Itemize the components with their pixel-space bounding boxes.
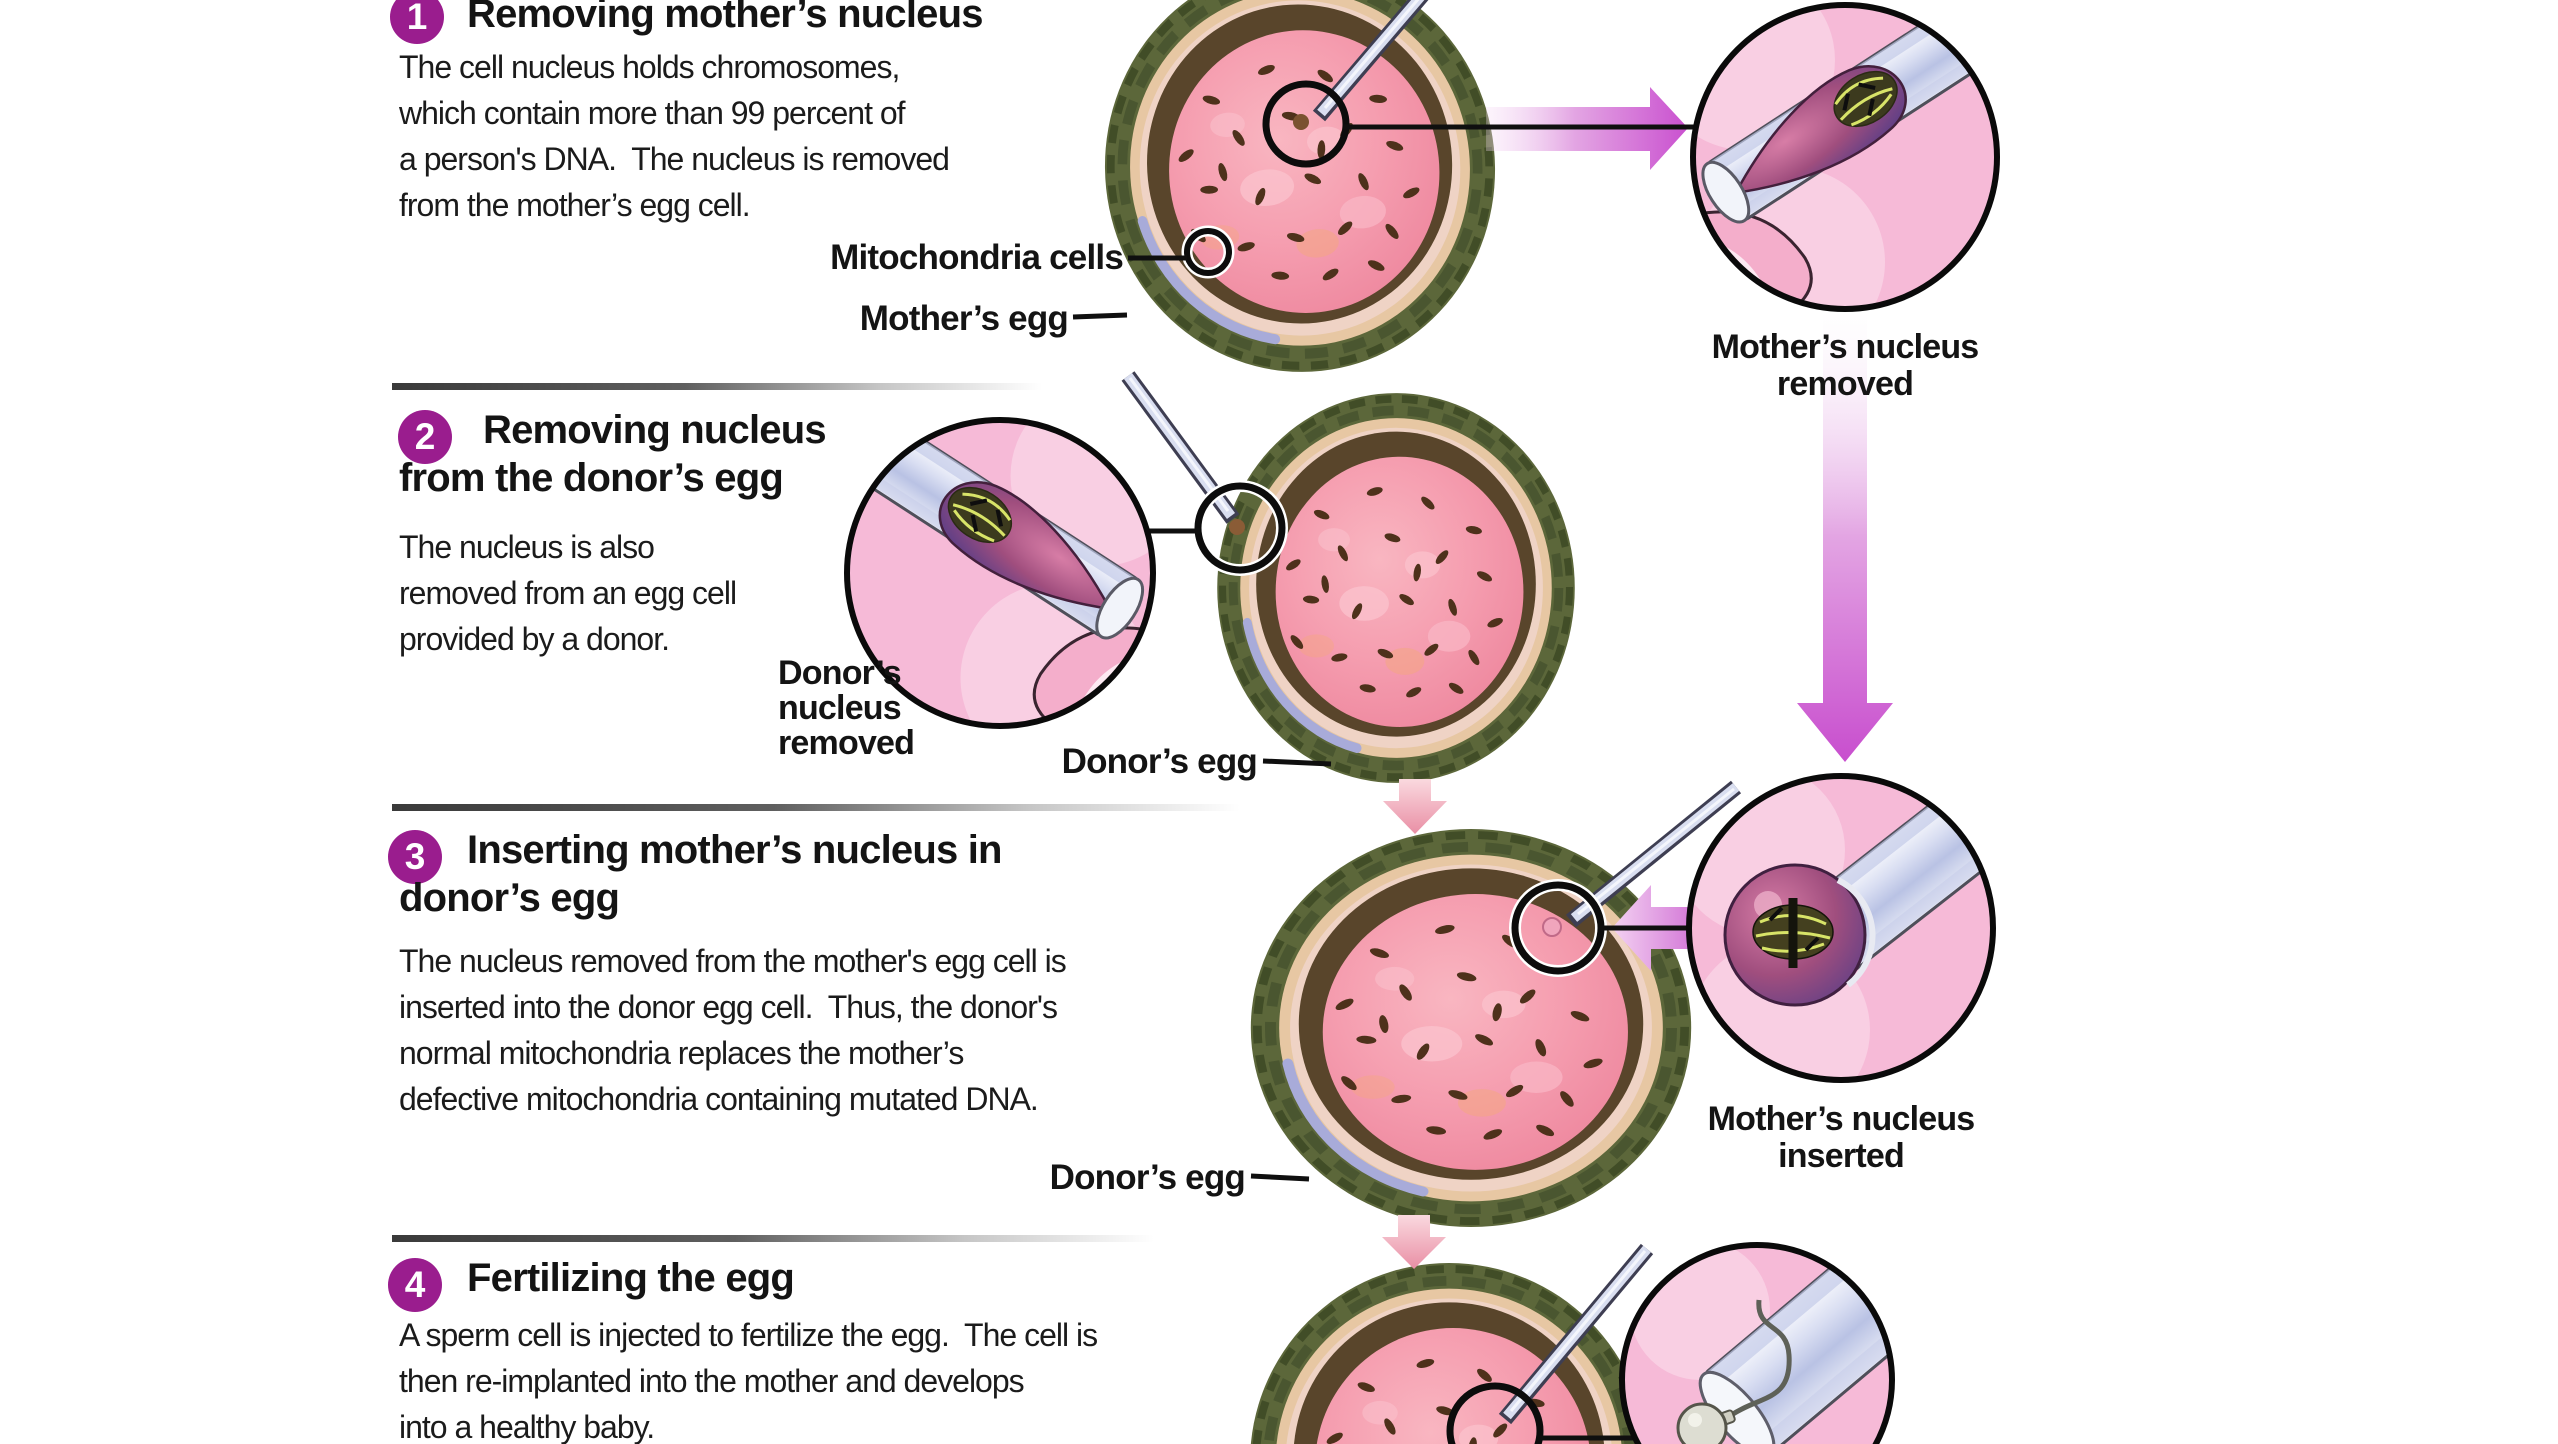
step2-badge: 2 [398,410,452,464]
mothers-nucleus-inserted-caption: Mother’s nucleus inserted [1666,1101,2016,1175]
step3-body-line: inserted into the donor egg cell. Thus, … [399,989,1058,1025]
step2-title-line1: Removing nucleus [483,408,827,452]
caption-line: nucleus [778,689,902,727]
step1-body: The cell nucleus holds chromosomes, whic… [399,44,950,228]
pipette-needle-step3 [1565,780,1742,928]
step1-title: Removing mother’s nucleus [467,0,983,36]
injection-site-circle-step4 [1446,1382,1544,1444]
mitochondria-circle [1181,225,1235,279]
mothers-egg-illustration [1085,0,1515,391]
donors-egg-illustration-step2 [1217,393,1575,783]
divider-step4 [392,1235,1154,1242]
inset-mothers-nucleus-inserted [1686,773,1996,1083]
donors-egg-illustration-step3 [1251,829,1691,1227]
step1-body-line: a person's DNA. The nucleus is removed [399,141,950,177]
step1-badge: 1 [390,0,444,44]
donors-egg-label-step3: Donor’s egg [1049,1158,1246,1197]
step4-title: Fertilizing the egg [467,1256,795,1300]
step2-body-line: The nucleus is also [399,529,655,565]
step2-body-line: removed from an egg cell [399,575,737,611]
leader-dash-donors-egg-step2 [1262,758,1332,767]
step2-title-line2: from the donor’s egg [399,456,784,500]
caption-line: inserted [1778,1137,1905,1175]
donors-nucleus-removed-caption: Donor’s nucleus removed [778,654,915,762]
step4-badge: 4 [388,1258,442,1312]
step3-title-line1: Inserting mother’s nucleus in [467,828,1002,872]
step3-title-line2: donor’s egg [399,876,620,920]
step1-body-line: The cell nucleus holds chromosomes, [399,49,900,85]
injection-site-circle-step1 [1262,80,1350,168]
step1-body-line: from the mother’s egg cell. [399,187,751,223]
step3-body: The nucleus removed from the mother's eg… [399,938,1067,1122]
pipette-needle-step4 [1498,1243,1654,1425]
inset-donors-nucleus-removed [844,417,1156,729]
pipette-needle-step1 [1312,0,1429,122]
mitochondria-label: Mitochondria cells [830,238,1124,277]
arrow-down-vertical-right [1797,312,1893,762]
step2-body: The nucleus is also removed from an egg … [399,524,737,662]
caption-line: Mother’s nucleus [1707,1100,1976,1138]
inset-sperm-injection [1619,1242,1895,1444]
divider-step2 [392,383,1042,390]
divider-step3 [392,804,1240,811]
step3-badge: 3 [388,830,442,884]
step1-body-line: which contain more than 99 percent of [399,95,906,131]
leader-dash-donors-egg-step3 [1250,1173,1310,1182]
mothers-egg-label: Mother’s egg [859,299,1069,338]
step3-body-line: The nucleus removed from the mother's eg… [399,943,1067,979]
step4-body-line: into a healthy baby. [399,1409,655,1444]
injection-site-circle-step2 [1192,480,1288,576]
inset-mothers-nucleus-removed [1690,2,2000,312]
leader-dash-mothers-egg [1072,312,1128,320]
arrow-down-step2-to-step3 [1383,779,1447,834]
donors-egg-label-step2: Donor’s egg [1061,742,1258,781]
step4-body-line: then re-implanted into the mother and de… [399,1363,1025,1399]
arrow-down-step3-to-step4 [1382,1215,1446,1269]
caption-line: removed [1776,365,1914,403]
step3-body-line: normal mitochondria replaces the mother’… [399,1035,964,1071]
caption-line: Donor’s [778,654,902,692]
caption-line: removed [778,724,915,762]
step4-body: A sperm cell is injected to fertilize th… [399,1312,1098,1444]
step4-body-line: A sperm cell is injected to fertilize th… [399,1317,1098,1353]
step2-body-line: provided by a donor. [399,621,670,657]
mothers-nucleus-removed-caption: Mother’s nucleus removed [1670,329,2020,403]
step3-body-line: defective mitochondria containing mutate… [399,1081,1039,1117]
caption-line: Mother’s nucleus [1711,328,1980,366]
